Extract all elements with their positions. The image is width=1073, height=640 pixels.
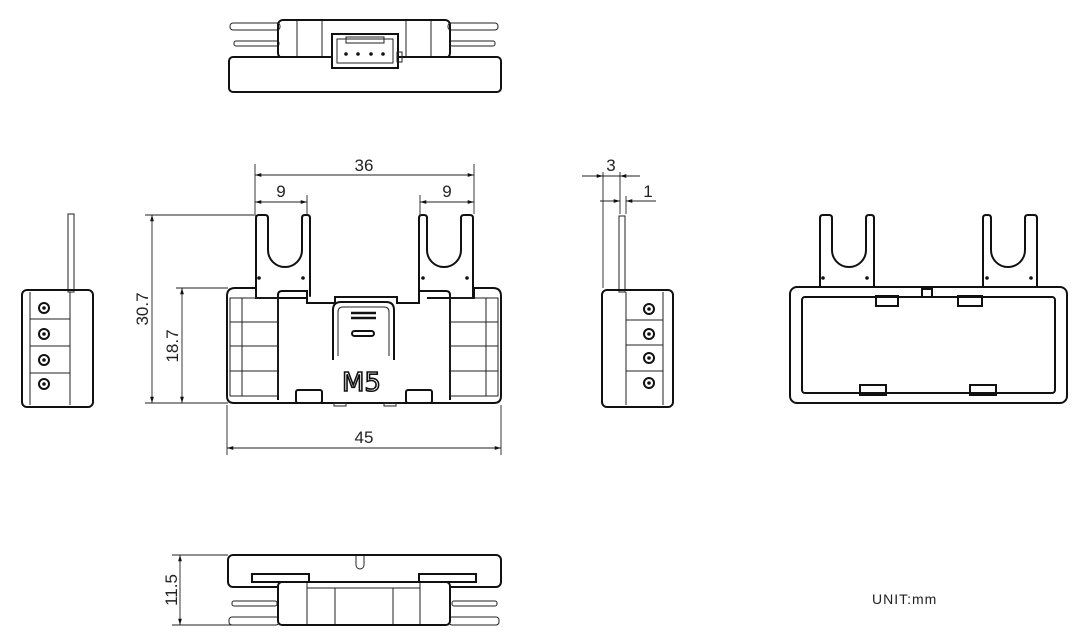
- dim-9-right-label: 9: [442, 182, 451, 201]
- terminal-screws: [30, 302, 70, 390]
- unit-label: UNIT:mm: [872, 591, 937, 607]
- dim-45-label: 45: [355, 428, 374, 447]
- dim-3-label: 3: [606, 156, 615, 175]
- dim-9-left-label: 9: [276, 182, 285, 201]
- connector-icon: [331, 33, 403, 69]
- top-view: [228, 19, 502, 93]
- dim-1-label: 1: [643, 182, 652, 201]
- back-view: [789, 214, 1068, 404]
- front-view: M5 36 9 9 30.7 18.7 45: [133, 156, 502, 455]
- dim-11-5-label: 11.5: [162, 574, 181, 606]
- m5-logo: M5: [342, 368, 381, 398]
- left-side-view: [21, 213, 94, 408]
- bottom-view: 11.5: [162, 554, 502, 626]
- right-side-view: 3 1: [582, 156, 674, 408]
- dim-30-7-label: 30.7: [133, 292, 152, 325]
- dim-36-label: 36: [355, 156, 374, 175]
- dim-18-7-label: 18.7: [163, 329, 182, 362]
